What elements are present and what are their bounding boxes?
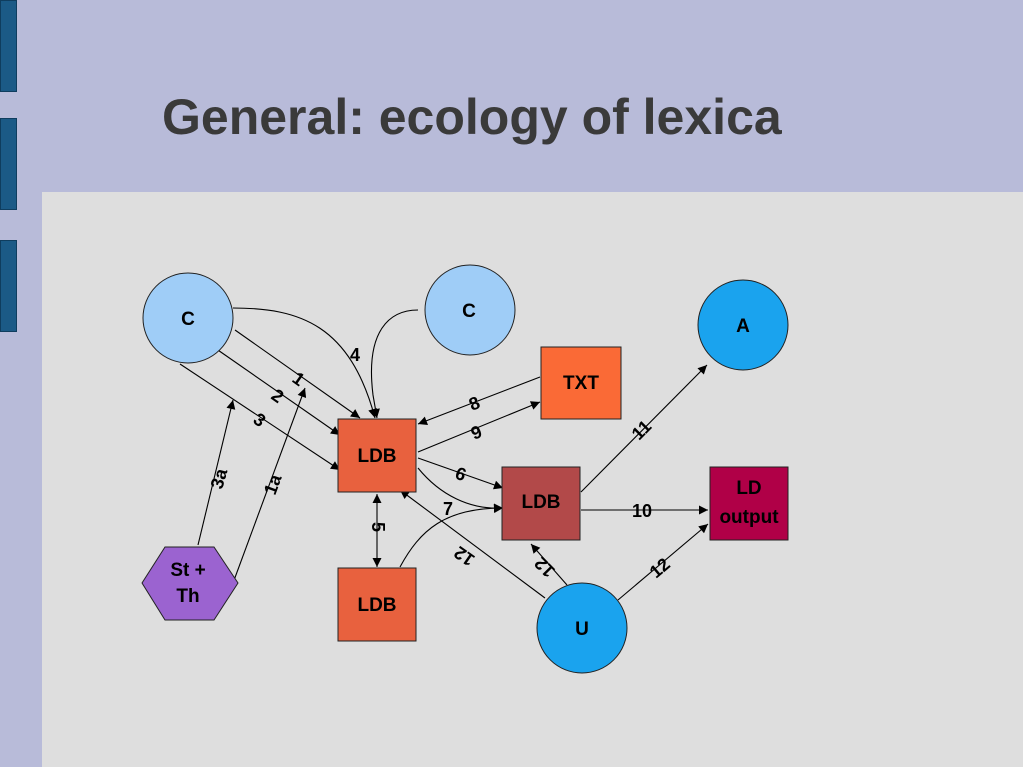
node-a-label: A <box>736 316 750 337</box>
node-ldb-lower-label: LDB <box>357 595 396 616</box>
node-ldb-main: LDB <box>337 418 417 493</box>
node-a: A <box>697 279 789 371</box>
edge-label-8: 8 <box>466 392 483 414</box>
edge-12-left <box>399 489 546 599</box>
node-st-th: St + Th <box>141 546 239 621</box>
edge-label-12-left: 12 <box>450 542 478 570</box>
edge-3 <box>179 363 341 471</box>
sidebar-tab-3 <box>0 240 17 332</box>
node-c-left-label: C <box>181 309 195 330</box>
node-c-top: C <box>424 264 516 356</box>
sidebar-tab-1 <box>0 0 17 92</box>
node-c-top-label: C <box>462 301 476 322</box>
edge-label-6: 6 <box>453 463 469 485</box>
edge-7 <box>399 503 504 568</box>
edge-9 <box>417 401 541 453</box>
node-txt-label: TXT <box>563 373 599 394</box>
node-ldb-lower: LDB <box>337 567 417 642</box>
edge-label-4: 4 <box>350 345 360 365</box>
edge-label-3a: 3a <box>207 465 232 491</box>
edge-1 <box>234 329 361 419</box>
edge-12-mid <box>530 543 568 586</box>
edge-label-7: 7 <box>443 499 453 519</box>
edge-8 <box>417 376 541 425</box>
node-ldb-main-label: LDB <box>357 446 396 467</box>
edge-4 <box>232 307 378 419</box>
node-ld-output: LD output <box>709 466 789 541</box>
node-txt: TXT <box>540 346 622 420</box>
edge-label-12-mid: 12 <box>531 553 559 581</box>
edges <box>179 307 709 601</box>
edge-3a <box>197 399 236 546</box>
node-ld-output-label-line2: output <box>719 507 779 528</box>
node-c-left: C <box>142 272 234 364</box>
node-ld-output-label-line1: LD <box>736 478 761 499</box>
node-st-th-label-line2: Th <box>176 586 199 607</box>
edge-label-11: 11 <box>628 416 656 444</box>
edge-c2-ldb <box>371 309 419 419</box>
slide-title: General: ecology of lexica <box>162 89 782 145</box>
node-u-label: U <box>575 619 589 640</box>
edge-label-12-right: 12 <box>646 554 674 582</box>
node-st-th-label-line1: St + <box>170 560 205 581</box>
edge-2 <box>214 347 341 436</box>
edge-label-10: 10 <box>632 501 652 521</box>
edge-11 <box>580 364 708 493</box>
node-ldb-right-label: LDB <box>521 492 560 513</box>
edge-label-1a: 1a <box>260 471 286 498</box>
edge-label-9: 9 <box>468 421 485 443</box>
node-ldb-right: LDB <box>501 466 581 541</box>
edge-label-5: 5 <box>368 522 388 532</box>
node-u: U <box>536 582 628 674</box>
edge-6 <box>417 457 504 490</box>
edge-12-right <box>617 523 709 601</box>
sidebar-tab-2 <box>0 118 17 210</box>
edge-1a <box>232 387 307 584</box>
